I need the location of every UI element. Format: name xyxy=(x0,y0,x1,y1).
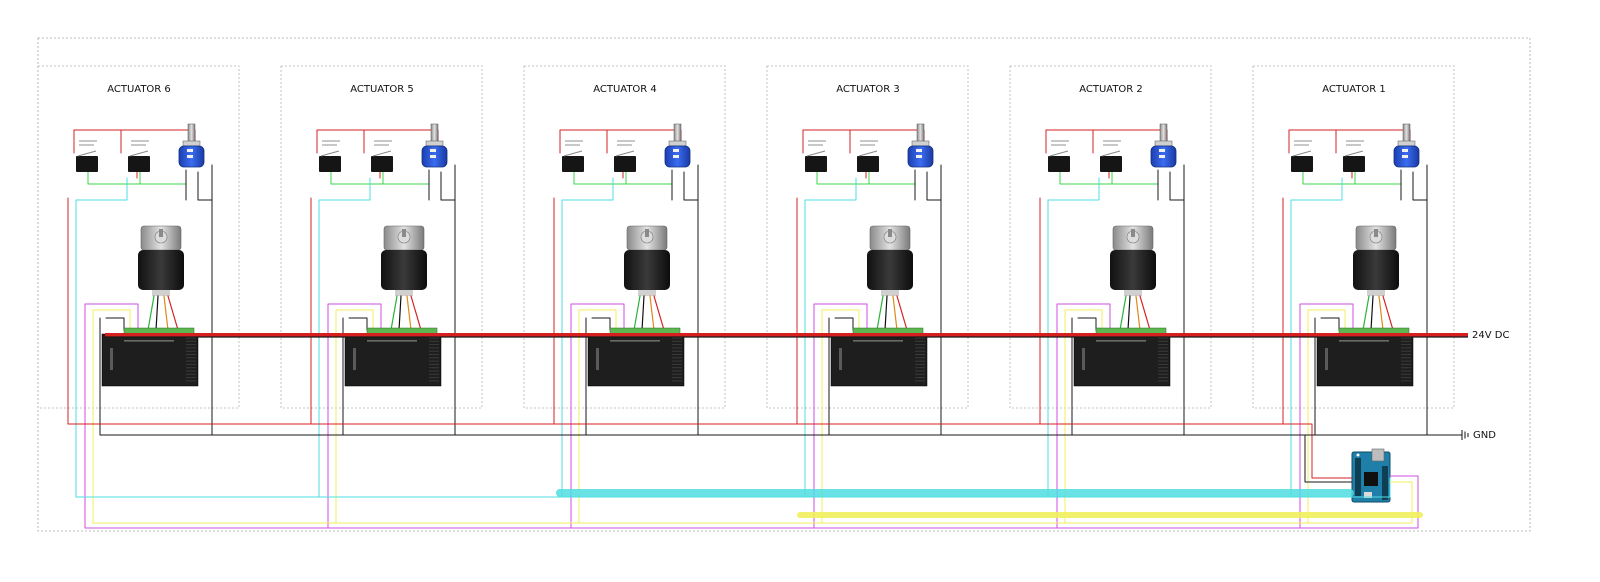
limit-switch-min xyxy=(1343,140,1365,172)
limit-switch-min xyxy=(857,140,879,172)
limit-switch-max xyxy=(76,140,98,172)
actuator-panels: ACTUATOR 6 ACTUATOR 5 ACTUATOR 4 ACTUATOR 3… xyxy=(37,65,1455,529)
actuator-title: ACTUATOR 1 xyxy=(1322,84,1386,95)
microswitch-icon xyxy=(128,156,150,172)
limit-switch-max xyxy=(319,140,341,172)
actuator-panel-2: ACTUATOR 2 xyxy=(1009,65,1212,529)
actuator-frame xyxy=(37,65,240,409)
stepper-driver-icon xyxy=(587,333,685,387)
microswitch-icon xyxy=(371,156,393,172)
system-boundary xyxy=(37,37,1531,532)
stepper-motor xyxy=(867,225,913,331)
stepper-driver xyxy=(1073,327,1171,387)
actuator-title: ACTUATOR 6 xyxy=(107,84,171,95)
potentiometer xyxy=(1150,123,1177,168)
microswitch-icon xyxy=(1343,156,1365,172)
ground-symbol-icon xyxy=(1461,430,1469,440)
stepper-motor-icon xyxy=(1353,250,1399,290)
potentiometer xyxy=(421,123,448,168)
actuator-title: ACTUATOR 4 xyxy=(593,84,657,95)
microswitch-icon xyxy=(319,156,341,172)
stepper-driver-icon xyxy=(1316,333,1414,387)
limit-switch-min xyxy=(1100,140,1122,172)
stepper-driver-icon xyxy=(101,333,199,387)
limit-switch-min xyxy=(128,140,150,172)
stepper-motor-icon xyxy=(138,250,184,290)
microswitch-icon xyxy=(1048,156,1070,172)
microswitch-icon xyxy=(614,156,636,172)
stepper-motor xyxy=(381,225,427,331)
actuator-panel-4: ACTUATOR 4 xyxy=(523,65,726,529)
microswitch-icon xyxy=(562,156,584,172)
actuator-frame xyxy=(523,65,726,409)
actuator-title: ACTUATOR 5 xyxy=(350,84,414,95)
stepper-driver-icon xyxy=(830,333,928,387)
controller-wiring xyxy=(67,423,1419,529)
ground-label: GND xyxy=(1473,430,1496,441)
microswitch-icon xyxy=(76,156,98,172)
actuator-panel-3: ACTUATOR 3 xyxy=(766,65,969,529)
actuator-title: ACTUATOR 2 xyxy=(1079,84,1143,95)
stepper-motor-icon xyxy=(624,250,670,290)
stepper-driver xyxy=(830,327,928,387)
actuator-frame xyxy=(280,65,483,409)
stepper-motor xyxy=(1110,225,1156,331)
actuator-panel-1: ACTUATOR 1 xyxy=(1252,65,1455,529)
stepper-driver-icon xyxy=(344,333,442,387)
limit-switch-max xyxy=(805,140,827,172)
actuator-frame xyxy=(1252,65,1455,409)
stepper-driver xyxy=(101,327,199,387)
limit-switch-min xyxy=(371,140,393,172)
potentiometer xyxy=(664,123,691,168)
microswitch-icon xyxy=(857,156,879,172)
limit-switch-max xyxy=(1291,140,1313,172)
limit-switch-min xyxy=(614,140,636,172)
stepper-motor xyxy=(1353,225,1399,331)
stepper-motor xyxy=(138,225,184,331)
microswitch-icon xyxy=(805,156,827,172)
stepper-motor xyxy=(624,225,670,331)
potentiometer xyxy=(178,123,205,168)
power-label: 24V DC xyxy=(1472,330,1509,341)
actuator-title: ACTUATOR 3 xyxy=(836,84,900,95)
microswitch-icon xyxy=(1291,156,1313,172)
stepper-motor-icon xyxy=(867,250,913,290)
actuator-frame xyxy=(1009,65,1212,409)
actuator-frame xyxy=(766,65,969,409)
stepper-driver xyxy=(587,327,685,387)
stepper-driver-icon xyxy=(1073,333,1171,387)
potentiometer xyxy=(907,123,934,168)
limit-switch-max xyxy=(1048,140,1070,172)
limit-switch-max xyxy=(562,140,584,172)
signal-bundle xyxy=(556,489,1423,518)
actuator-panel-5: ACTUATOR 5 xyxy=(280,65,483,529)
potentiometer xyxy=(1393,123,1420,168)
microswitch-icon xyxy=(1100,156,1122,172)
actuator-panel-6: ACTUATOR 6 xyxy=(37,65,240,529)
microcontroller-board xyxy=(1351,448,1391,503)
stepper-motor-icon xyxy=(1110,250,1156,290)
stepper-motor-icon xyxy=(381,250,427,290)
stepper-driver xyxy=(1316,327,1414,387)
stepper-driver xyxy=(344,327,442,387)
